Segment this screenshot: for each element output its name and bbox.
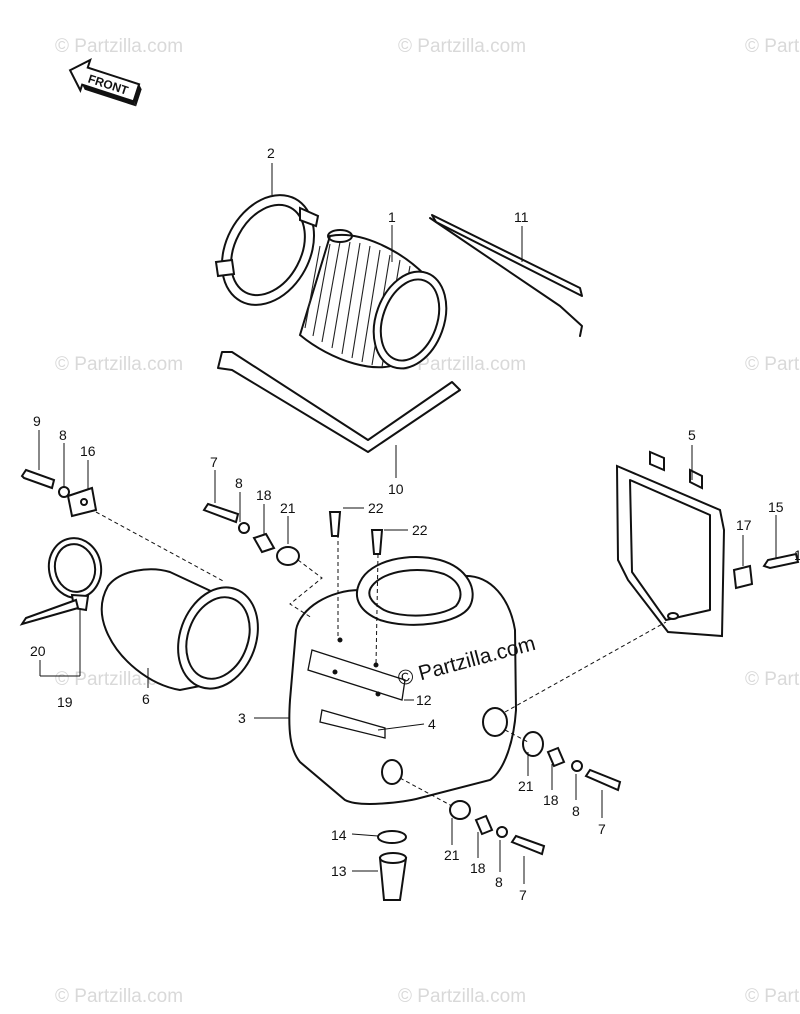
front-arrow-icon: FRONT <box>68 57 142 107</box>
callout-15-cut: 1 <box>794 547 800 563</box>
callout-20: 20 <box>30 643 46 659</box>
watermark: © Partzilla.com <box>55 986 183 1007</box>
callout-18: 18 <box>256 487 272 503</box>
callout-6: 6 <box>142 691 150 707</box>
watermark: © Partzilla.com <box>745 36 800 57</box>
callout-4: 4 <box>428 716 436 732</box>
intake-funnel <box>100 568 259 692</box>
air-filter-element <box>298 229 448 370</box>
wire-clamp-10 <box>217 351 461 453</box>
callout-8-c: 8 <box>572 803 580 819</box>
watermark: © Partzilla.com <box>745 354 800 375</box>
callout-11: 11 <box>514 209 529 225</box>
callout-22-b: 22 <box>412 522 428 538</box>
callout-7-b: 7 <box>598 821 606 837</box>
callout-8-b: 8 <box>235 475 243 491</box>
callout-2: 2 <box>267 145 275 161</box>
leader-lines <box>38 163 777 884</box>
callout-17: 17 <box>736 517 752 533</box>
watermark: © Partzilla.com <box>745 986 800 1007</box>
callout-21: 21 <box>280 500 296 516</box>
callout-18-c: 18 <box>470 860 486 876</box>
callout-13: 13 <box>331 863 347 879</box>
callout-15: 15 <box>768 499 784 515</box>
callout-18-b: 18 <box>543 792 559 808</box>
watermark: © Partzilla.com <box>398 986 526 1007</box>
air-box <box>288 556 518 805</box>
callout-21-b: 21 <box>518 778 534 794</box>
callout-8: 8 <box>59 427 67 443</box>
callout-1: 1 <box>388 209 396 225</box>
wire-clamp-11 <box>429 214 583 337</box>
filter-cover-ring <box>214 194 320 306</box>
callout-19: 19 <box>57 694 73 710</box>
callout-7: 7 <box>210 454 218 470</box>
callout-21-c: 21 <box>444 847 460 863</box>
callout-14: 14 <box>331 827 347 843</box>
watermark: © Partzilla.com <box>398 354 526 375</box>
fasteners <box>19 468 800 901</box>
callout-10: 10 <box>388 481 404 497</box>
callout-12: 12 <box>416 692 432 708</box>
small-plate <box>66 486 98 518</box>
callouts: 2 1 11 10 5 9 8 16 7 8 18 21 22 22 17 15… <box>30 145 800 903</box>
callout-5: 5 <box>688 427 696 443</box>
watermark: © Partzilla.com <box>398 36 526 57</box>
callout-7-c: 7 <box>519 887 527 903</box>
callout-3: 3 <box>238 710 246 726</box>
watermarks: © Partzilla.com © Partzilla.com © Partzi… <box>55 36 800 1007</box>
hose-clamp <box>47 537 103 612</box>
watermark: © Partzilla.com <box>745 669 800 690</box>
assembly-lines <box>95 511 667 807</box>
callout-9: 9 <box>33 413 41 429</box>
callout-22: 22 <box>368 500 384 516</box>
watermark: © Partzilla.com <box>55 36 183 57</box>
gasket-plate <box>615 450 726 638</box>
callout-16: 16 <box>80 443 96 459</box>
watermark: © Partzilla.com <box>55 354 183 375</box>
callout-8-d: 8 <box>495 874 503 890</box>
